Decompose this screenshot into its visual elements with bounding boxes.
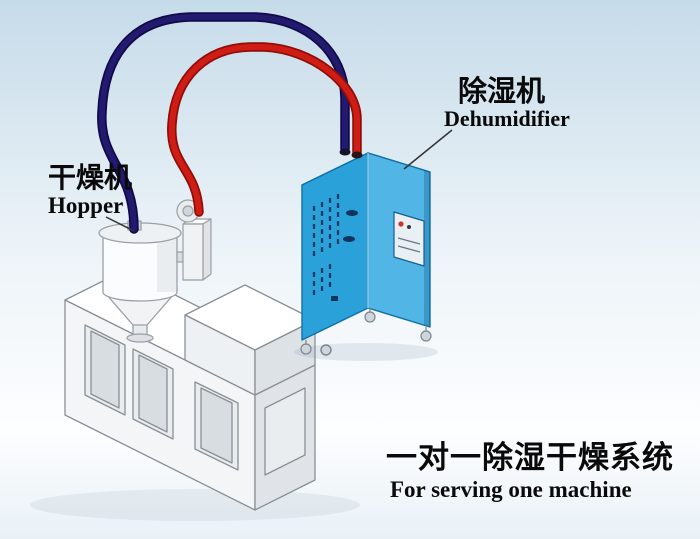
return-air-pipe bbox=[97, 12, 350, 234]
machine-door-inner bbox=[138, 354, 168, 433]
dehumidifier-label-zh: 除湿机 bbox=[458, 74, 545, 108]
machine-side-door bbox=[264, 387, 306, 476]
caption-en: For serving one machine bbox=[390, 477, 632, 502]
cabinet-shadow bbox=[294, 343, 438, 361]
caption: 一对一除湿干燥系统 For serving one machine bbox=[386, 440, 674, 502]
dehumidifier-label-en: Dehumidifier bbox=[444, 106, 570, 131]
machine-door-inner bbox=[90, 330, 120, 409]
caster-wheel bbox=[320, 344, 332, 356]
hopper-label-zh: 干燥机 bbox=[48, 162, 132, 193]
supply-pipe bbox=[168, 44, 360, 215]
loader-side bbox=[202, 218, 212, 281]
pipe-connector bbox=[339, 148, 351, 156]
control-panel bbox=[393, 211, 425, 267]
front-sticker bbox=[331, 296, 338, 301]
caster-wheel bbox=[420, 330, 432, 342]
cabinet-front bbox=[301, 152, 369, 341]
gauge-slot bbox=[346, 210, 358, 216]
cabinet-edge-shade bbox=[424, 170, 430, 327]
vent-louvers-lower bbox=[312, 264, 332, 295]
caster-wheel bbox=[364, 311, 376, 323]
machine-shadow bbox=[30, 489, 360, 521]
vacuum-loader bbox=[176, 199, 212, 281]
machine-door-inner bbox=[200, 387, 233, 464]
dehumidifier-label: 除湿机 Dehumidifier bbox=[403, 74, 570, 170]
hopper-pointer-line bbox=[105, 216, 135, 232]
hopper-shading bbox=[157, 239, 177, 292]
dehumidifier-cabinet bbox=[294, 152, 438, 361]
hopper-dryer bbox=[98, 220, 182, 343]
vent-louvers-upper bbox=[312, 194, 340, 256]
panel-lines bbox=[397, 237, 421, 253]
hopper-label-en: Hopper bbox=[48, 193, 123, 218]
dehumidifier-pointer-line bbox=[403, 129, 453, 170]
gauge-slot bbox=[343, 236, 355, 242]
loader-front bbox=[182, 223, 204, 281]
hopper-flange bbox=[126, 333, 154, 343]
panel-button-red bbox=[398, 221, 404, 227]
hopper-body bbox=[102, 235, 178, 302]
hopper-label: 干燥机 Hopper bbox=[48, 162, 135, 232]
return-pipe bbox=[98, 14, 348, 232]
caster-wheels bbox=[300, 308, 432, 355]
panel-button-dark bbox=[407, 225, 411, 229]
loader-tube bbox=[176, 251, 184, 263]
loader-blower-hub bbox=[182, 205, 194, 217]
pipe-connector bbox=[351, 151, 363, 159]
gearbox-side bbox=[254, 319, 316, 396]
supply-air-pipe bbox=[167, 42, 362, 217]
caster-wheel bbox=[300, 343, 312, 355]
caption-zh: 一对一除湿干燥系统 bbox=[386, 440, 674, 475]
